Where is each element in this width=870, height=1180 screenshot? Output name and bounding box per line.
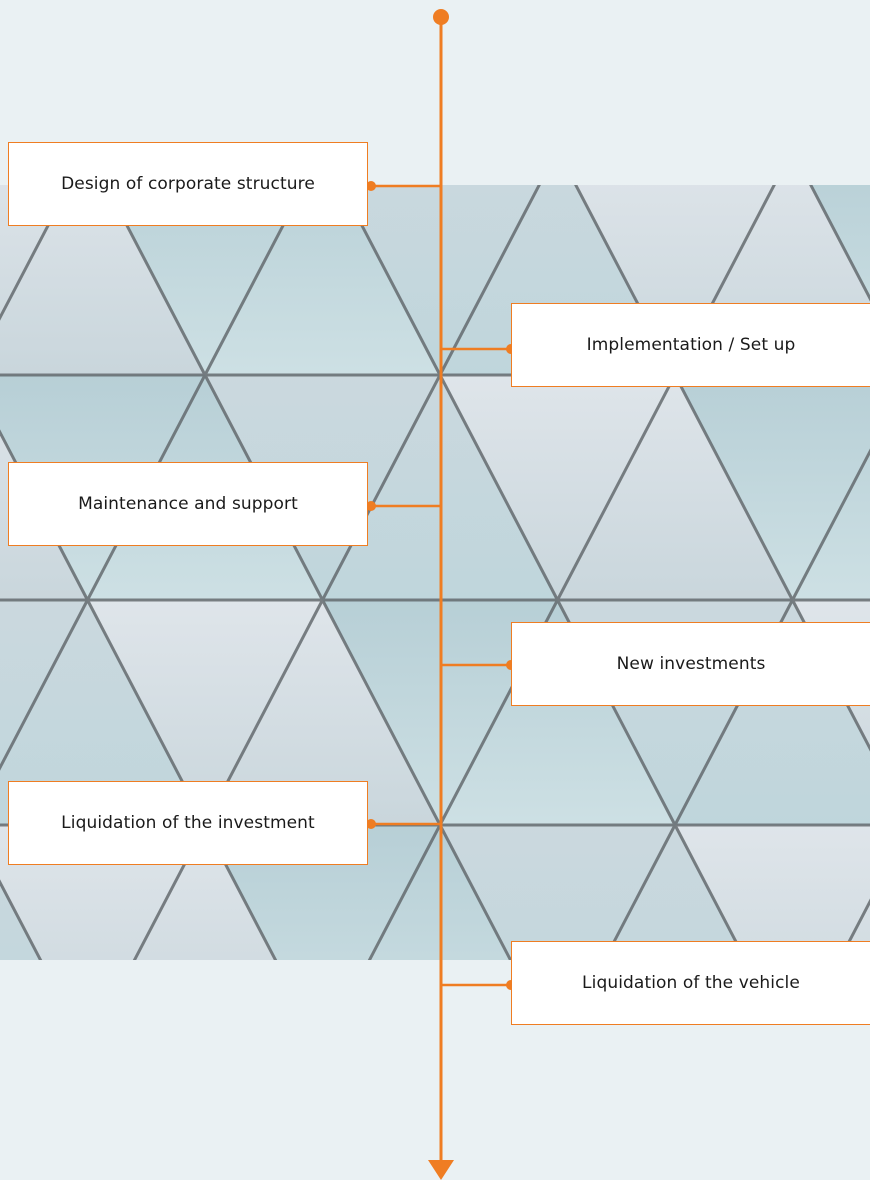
stage-liquidation-of-the-vehicle: Liquidation of the vehicle (511, 941, 870, 1025)
connector-dot (366, 819, 376, 829)
facade-panel (604, 825, 746, 960)
timeline-start-marker (433, 9, 449, 25)
facade-seam (837, 898, 870, 960)
facade-panel (675, 825, 870, 960)
facade-seam (438, 824, 513, 960)
facade-seam (602, 824, 677, 960)
stage-new-investments: New investments (511, 622, 870, 706)
facade-panel (575, 185, 775, 375)
facade-panel (440, 375, 675, 600)
stage-implementation-set-up: Implementation / Set up (511, 303, 870, 387)
facade-seam (367, 824, 442, 960)
facade-seam (791, 448, 870, 601)
facade-panel (105, 185, 305, 375)
stage-design-of-corporate-structure: Design of corporate structure (8, 142, 368, 226)
facade-panel (134, 825, 276, 960)
facade-panel (440, 825, 675, 960)
facade-seam (438, 185, 541, 376)
facade-seam (438, 374, 559, 601)
connector-dot (366, 501, 376, 511)
facade-panel (205, 185, 440, 375)
facade-seam (0, 879, 43, 960)
timeline-end-arrow (428, 1160, 454, 1180)
facade-panel (205, 600, 440, 825)
facade-seam (673, 374, 794, 601)
facade-seam (809, 185, 870, 302)
facade-panel (557, 375, 793, 600)
facade-seam (0, 599, 89, 771)
stage-maintenance-and-support: Maintenance and support (8, 462, 368, 546)
facade-seam (556, 374, 677, 601)
connector-dot (366, 181, 376, 191)
facade-panel (0, 882, 41, 960)
facade-panel (440, 600, 675, 825)
facade-panel (0, 600, 205, 825)
facade-seam (321, 599, 442, 826)
facade-panel (0, 185, 205, 375)
facade-panel (87, 600, 323, 825)
facade-seam (673, 824, 748, 960)
stage-liquidation-of-the-investment: Liquidation of the investment (8, 781, 368, 865)
facade-seam (321, 374, 442, 601)
